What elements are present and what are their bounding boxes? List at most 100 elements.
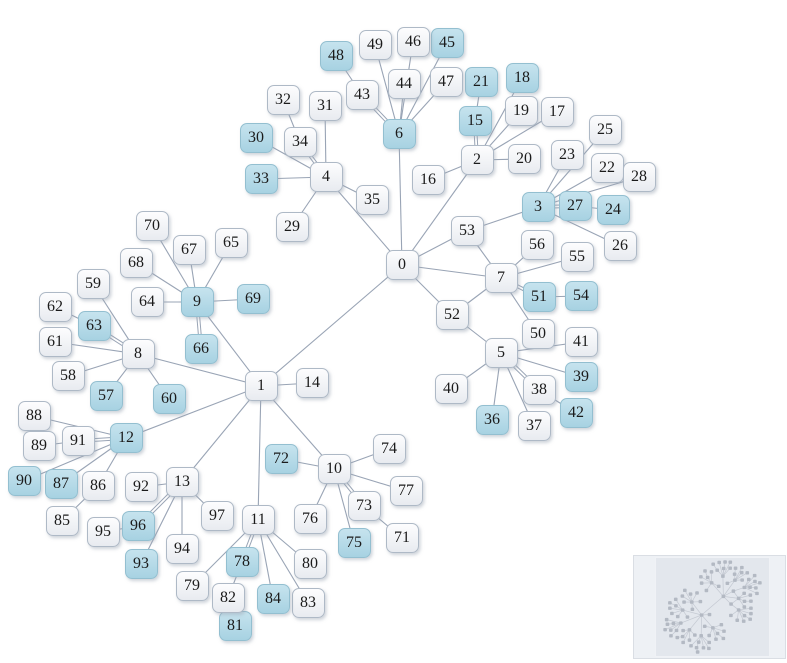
graph-node-82[interactable]: 82: [211, 583, 245, 613]
graph-node-60[interactable]: 60: [152, 384, 186, 414]
graph-node-2[interactable]: 2: [460, 145, 494, 175]
graph-node-91[interactable]: 91: [61, 426, 95, 456]
graph-node-49[interactable]: 49: [358, 30, 392, 60]
graph-node-55[interactable]: 55: [560, 242, 594, 272]
graph-node-47[interactable]: 47: [429, 67, 463, 97]
graph-node-45[interactable]: 45: [430, 28, 464, 58]
graph-node-0[interactable]: 0: [385, 250, 419, 280]
graph-node-62[interactable]: 62: [38, 292, 72, 322]
graph-node-22[interactable]: 22: [590, 153, 624, 183]
graph-node-50[interactable]: 50: [521, 319, 555, 349]
graph-node-44[interactable]: 44: [387, 69, 421, 99]
graph-node-71[interactable]: 71: [385, 523, 419, 553]
graph-node-28[interactable]: 28: [622, 162, 656, 192]
graph-node-39[interactable]: 39: [564, 362, 598, 392]
graph-node-69[interactable]: 69: [236, 284, 270, 314]
graph-node-64[interactable]: 64: [130, 287, 164, 317]
graph-node-92[interactable]: 92: [124, 472, 158, 502]
graph-node-95[interactable]: 95: [86, 517, 120, 547]
graph-node-94[interactable]: 94: [165, 534, 199, 564]
graph-node-74[interactable]: 74: [372, 434, 406, 464]
graph-node-23[interactable]: 23: [550, 140, 584, 170]
graph-node-80[interactable]: 80: [293, 549, 327, 579]
graph-node-86[interactable]: 86: [81, 471, 115, 501]
graph-node-63[interactable]: 63: [77, 311, 111, 341]
graph-node-8[interactable]: 8: [121, 339, 155, 369]
graph-node-48[interactable]: 48: [319, 41, 353, 71]
graph-node-66[interactable]: 66: [184, 334, 218, 364]
graph-node-29[interactable]: 29: [275, 212, 309, 242]
graph-node-17[interactable]: 17: [540, 97, 574, 127]
graph-node-35[interactable]: 35: [355, 185, 389, 215]
graph-node-18[interactable]: 18: [505, 63, 539, 93]
graph-node-5[interactable]: 5: [484, 338, 518, 368]
graph-node-79[interactable]: 79: [175, 571, 209, 601]
graph-node-51[interactable]: 51: [522, 282, 556, 312]
graph-node-93[interactable]: 93: [124, 549, 158, 579]
graph-node-1[interactable]: 1: [244, 371, 278, 401]
graph-node-25[interactable]: 25: [588, 115, 622, 145]
graph-node-88[interactable]: 88: [17, 401, 51, 431]
graph-node-40[interactable]: 40: [434, 374, 468, 404]
graph-node-85[interactable]: 85: [45, 506, 79, 536]
graph-node-68[interactable]: 68: [119, 248, 153, 278]
graph-node-13[interactable]: 13: [165, 467, 199, 497]
graph-node-11[interactable]: 11: [241, 505, 275, 535]
graph-node-46[interactable]: 46: [396, 27, 430, 57]
graph-node-77[interactable]: 77: [389, 476, 423, 506]
graph-node-34[interactable]: 34: [283, 127, 317, 157]
minimap-viewport[interactable]: [655, 557, 770, 657]
graph-node-76[interactable]: 76: [293, 504, 327, 534]
graph-node-15[interactable]: 15: [458, 106, 492, 136]
graph-node-87[interactable]: 87: [44, 469, 78, 499]
graph-node-89[interactable]: 89: [22, 431, 56, 461]
graph-node-84[interactable]: 84: [256, 584, 290, 614]
graph-node-9[interactable]: 9: [180, 287, 214, 317]
graph-node-4[interactable]: 4: [309, 162, 343, 192]
graph-node-30[interactable]: 30: [239, 123, 273, 153]
graph-node-21[interactable]: 21: [464, 67, 498, 97]
graph-node-70[interactable]: 70: [135, 211, 169, 241]
graph-node-53[interactable]: 53: [450, 216, 484, 246]
graph-node-61[interactable]: 61: [38, 327, 72, 357]
graph-node-26[interactable]: 26: [603, 231, 637, 261]
graph-node-14[interactable]: 14: [295, 368, 329, 398]
graph-node-43[interactable]: 43: [345, 80, 379, 110]
graph-node-20[interactable]: 20: [507, 144, 541, 174]
graph-node-83[interactable]: 83: [291, 588, 325, 618]
graph-node-38[interactable]: 38: [522, 375, 556, 405]
graph-node-78[interactable]: 78: [225, 547, 259, 577]
graph-node-27[interactable]: 27: [558, 191, 592, 221]
graph-node-10[interactable]: 10: [317, 454, 351, 484]
graph-node-54[interactable]: 54: [564, 281, 598, 311]
graph-node-81[interactable]: 81: [218, 611, 252, 641]
graph-node-33[interactable]: 33: [244, 164, 278, 194]
graph-node-58[interactable]: 58: [51, 361, 85, 391]
graph-node-12[interactable]: 12: [109, 423, 143, 453]
graph-node-65[interactable]: 65: [214, 228, 248, 258]
graph-node-24[interactable]: 24: [596, 195, 630, 225]
graph-node-57[interactable]: 57: [89, 381, 123, 411]
graph-node-32[interactable]: 32: [266, 85, 300, 115]
graph-node-31[interactable]: 31: [308, 91, 342, 121]
graph-node-16[interactable]: 16: [411, 165, 445, 195]
graph-node-56[interactable]: 56: [520, 230, 554, 260]
graph-node-36[interactable]: 36: [475, 405, 509, 435]
graph-node-41[interactable]: 41: [564, 327, 598, 357]
graph-node-67[interactable]: 67: [172, 235, 206, 265]
graph-node-7[interactable]: 7: [484, 263, 518, 293]
graph-node-52[interactable]: 52: [435, 300, 469, 330]
graph-node-72[interactable]: 72: [264, 444, 298, 474]
graph-node-59[interactable]: 59: [76, 269, 110, 299]
graph-node-3[interactable]: 3: [521, 192, 555, 222]
graph-node-96[interactable]: 96: [121, 511, 155, 541]
graph-node-75[interactable]: 75: [337, 528, 371, 558]
graph-node-97[interactable]: 97: [200, 501, 234, 531]
graph-node-6[interactable]: 6: [382, 119, 416, 149]
graph-node-42[interactable]: 42: [559, 398, 593, 428]
graph-node-19[interactable]: 19: [504, 96, 538, 126]
graph-node-37[interactable]: 37: [517, 411, 551, 441]
graph-node-73[interactable]: 73: [347, 491, 381, 521]
graph-node-90[interactable]: 90: [7, 466, 41, 496]
